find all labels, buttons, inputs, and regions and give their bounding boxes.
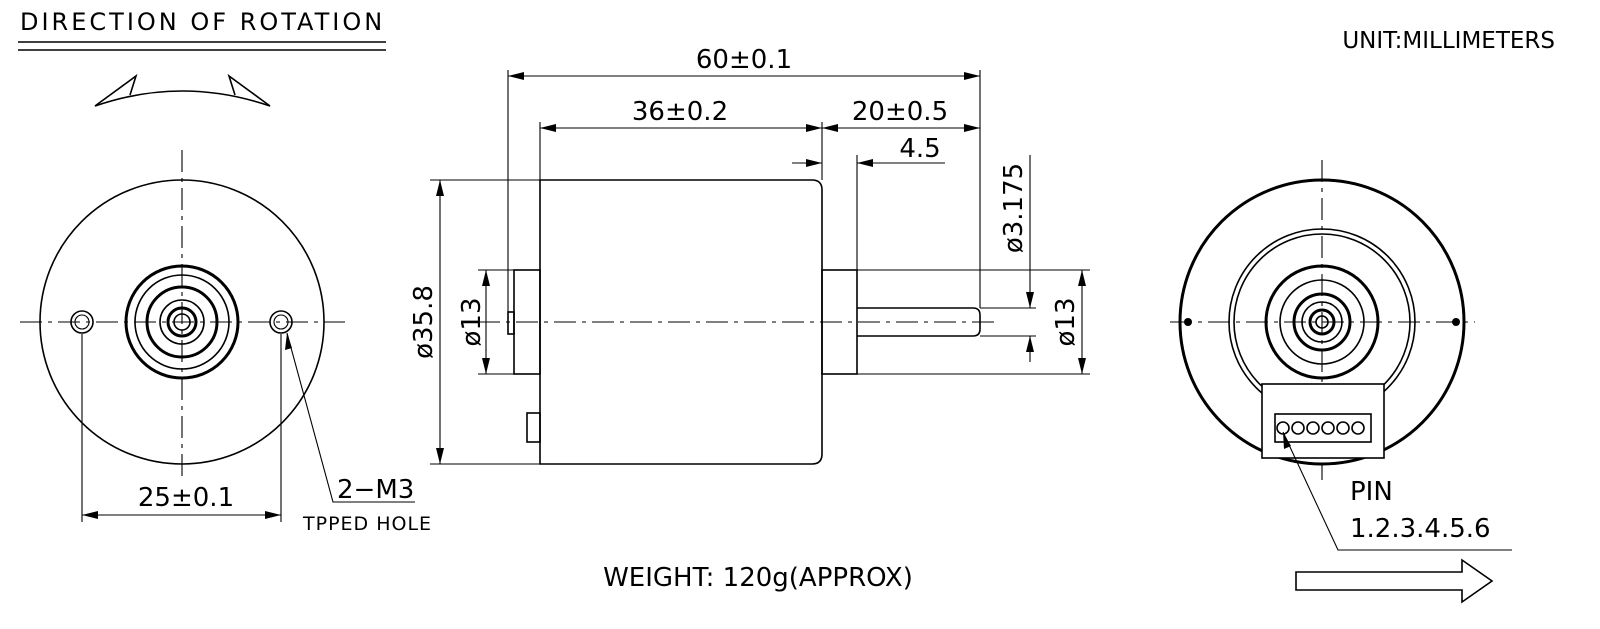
arrowhead xyxy=(436,180,444,196)
rear-shaft-core xyxy=(1315,315,1329,329)
pin-1 xyxy=(1276,421,1290,435)
front-view: 25±0.1 2−M3 TPPED HOLE xyxy=(20,150,432,535)
arrowhead xyxy=(436,448,444,464)
pin-4 xyxy=(1321,421,1335,435)
pin-3 xyxy=(1306,421,1320,435)
pin-2 xyxy=(1291,421,1305,435)
shaft-length-label: 20±0.5 xyxy=(852,97,948,127)
body-diameter-label: ø35.8 xyxy=(409,285,439,359)
pin-6 xyxy=(1351,421,1365,435)
front-shaft xyxy=(166,306,198,338)
rotation-arrow-icon xyxy=(94,73,271,107)
hole-callout-label: 2−M3 xyxy=(337,475,414,505)
pin-5 xyxy=(1336,421,1350,435)
front-bearing-inner xyxy=(159,299,205,345)
shaft-diameter-label: ø3.175 xyxy=(999,163,1029,253)
unit-label: UNIT:MILLIMETERS xyxy=(1342,28,1555,54)
front-shaft-core xyxy=(173,313,191,331)
motor-body xyxy=(539,179,823,465)
step-length-label: 4.5 xyxy=(899,134,940,164)
direction-title: DIRECTION OF ROTATION xyxy=(20,8,385,36)
front-boss-ring xyxy=(134,274,230,370)
arrowhead xyxy=(1283,432,1291,449)
side-mark-left xyxy=(1184,318,1192,326)
mounting-hole-left xyxy=(70,310,94,334)
front-body-outline xyxy=(39,179,325,465)
front-boss-diameter-label: ø13 xyxy=(1051,298,1081,347)
direction-of-rotation: DIRECTION OF ROTATION xyxy=(18,8,386,107)
arrowhead xyxy=(82,511,98,519)
side-mark-right xyxy=(1452,318,1460,326)
arrowhead xyxy=(540,124,556,132)
rear-boss-ring xyxy=(1279,279,1365,365)
front-boss-outer xyxy=(124,264,240,380)
pin-leader xyxy=(1282,431,1512,551)
rear-tab xyxy=(507,311,515,335)
direction-arrow-icon xyxy=(1295,558,1494,604)
arrowhead xyxy=(806,124,822,132)
arrowhead xyxy=(964,124,980,132)
connector-tab xyxy=(526,412,541,443)
rear-view: PIN 1.2.3.4.5.6 xyxy=(1170,160,1512,551)
weight-label: WEIGHT: 120g(APPROX) xyxy=(603,563,913,593)
connector-pins xyxy=(1276,421,1365,435)
hole-spacing-label: 25±0.1 xyxy=(138,483,234,513)
rear-body-outline xyxy=(1178,178,1466,466)
rear-boss-outer xyxy=(1264,264,1380,380)
arrowhead xyxy=(1078,270,1086,286)
arrowhead xyxy=(822,124,838,132)
overall-length-label: 60±0.1 xyxy=(696,45,792,75)
body-length-label: 36±0.2 xyxy=(632,97,728,127)
hole-callout-sub-label: TPPED HOLE xyxy=(302,513,432,535)
arrowhead xyxy=(482,270,490,286)
side-view: 60±0.1 36±0.2 20±0.5 4.5 ø35.8 ø13 xyxy=(409,45,1090,465)
arrowhead xyxy=(1078,358,1086,374)
pin-numbers: 1.2.3.4.5.6 xyxy=(1350,514,1491,544)
front-bearing xyxy=(145,285,219,359)
rear-bearing-inner xyxy=(1301,301,1343,343)
hole-callout-leader xyxy=(286,332,415,503)
connector-housing xyxy=(1261,383,1385,459)
mounting-hole-right xyxy=(269,310,293,334)
arrowhead xyxy=(482,358,490,374)
arrowhead xyxy=(857,159,873,167)
arrowhead xyxy=(964,72,980,80)
rear-shaft xyxy=(1308,308,1336,336)
rear-bearing xyxy=(1292,292,1352,352)
arrowhead xyxy=(508,72,524,80)
arrowhead xyxy=(1026,292,1034,308)
arrowhead xyxy=(806,159,822,167)
pin-title: PIN xyxy=(1350,477,1393,507)
arrowhead xyxy=(265,511,281,519)
connector-socket xyxy=(1274,413,1372,443)
arrowhead xyxy=(285,333,292,350)
rear-boss-diameter-label: ø13 xyxy=(457,298,487,347)
arrowhead xyxy=(1026,336,1034,352)
